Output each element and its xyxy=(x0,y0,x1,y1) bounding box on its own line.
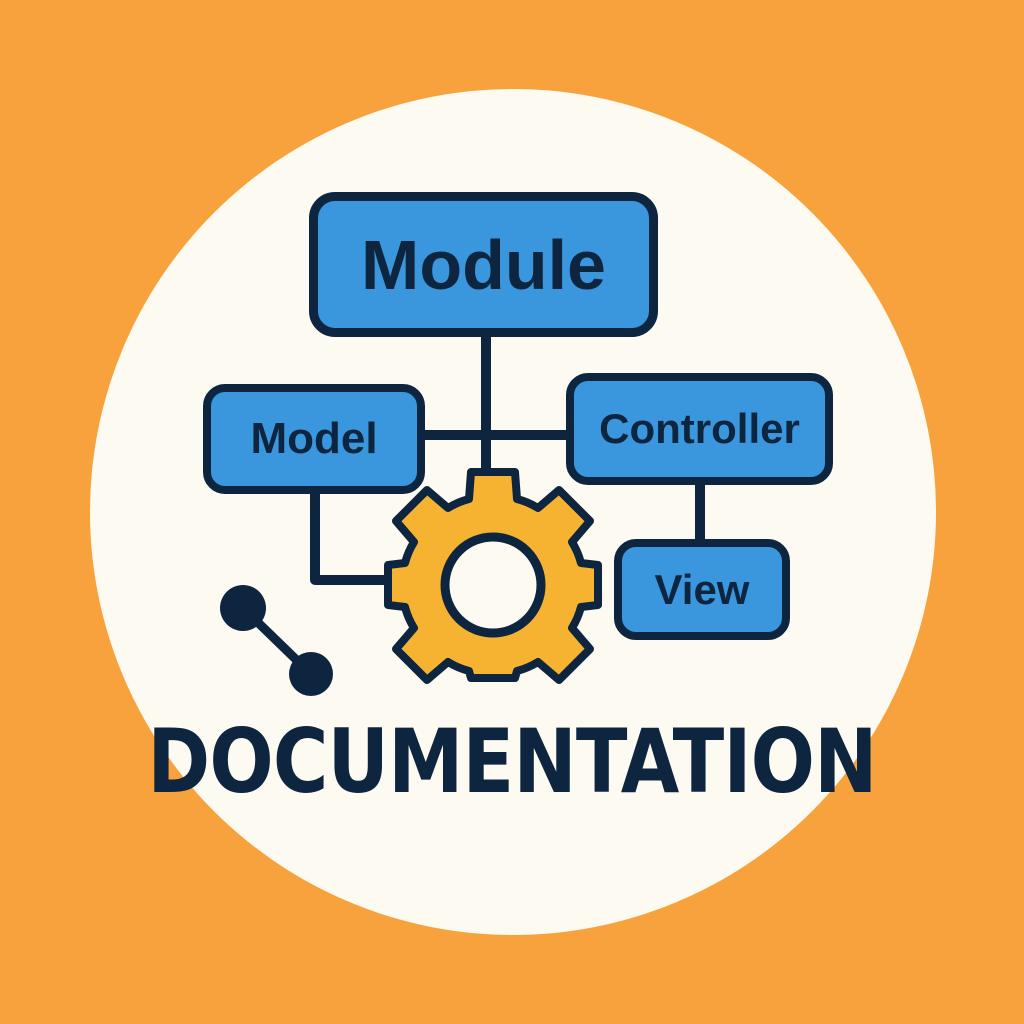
model-node: Model xyxy=(203,384,425,494)
controller-label: Controller xyxy=(599,405,800,452)
link-icon xyxy=(220,585,333,696)
module-label: Module xyxy=(361,225,606,304)
documentation-title: DOCUMENTATION xyxy=(147,710,877,813)
view-node: View xyxy=(614,539,790,640)
model-label: Model xyxy=(250,414,378,463)
view-label: View xyxy=(654,565,750,613)
connector-model-gear xyxy=(310,486,397,585)
controller-node: Controller xyxy=(566,373,833,485)
gear-icon xyxy=(384,468,602,684)
module-node: Module xyxy=(309,192,658,337)
